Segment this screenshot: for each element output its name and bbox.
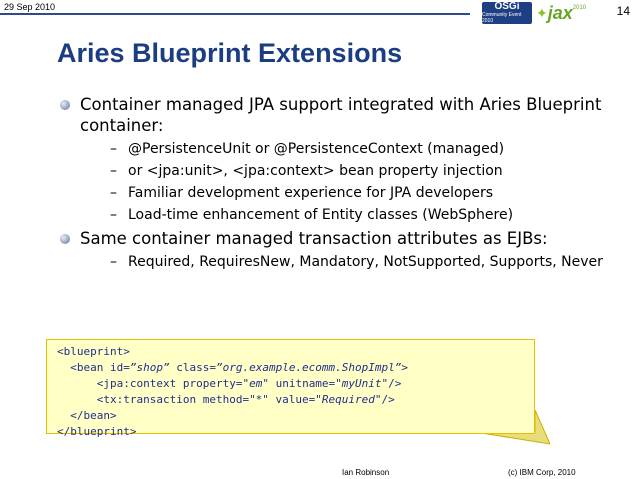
code-token: ”shop” [129, 361, 170, 374]
code-line: </blueprint> [57, 424, 534, 440]
sub-bullet-list: –@PersistenceUnit or @PersistenceContext… [80, 140, 620, 224]
code-token: <jpa:context [57, 377, 183, 390]
header-date: 29 Sep 2010 [4, 2, 56, 12]
dash-icon: – [110, 254, 117, 270]
sub-bullet-text: @PersistenceUnit or @PersistenceContext … [128, 141, 505, 157]
osgi-logo-subtext: Community Event 2010 [482, 12, 522, 24]
dash-icon: – [110, 207, 117, 223]
code-token: /> [388, 377, 402, 390]
sub-bullet-text: Load-time enhancement of Entity classes … [128, 207, 514, 223]
code-line: </bean> [57, 408, 534, 424]
code-token: "*" [249, 393, 269, 406]
jax-logo-year: 2010 [572, 5, 587, 11]
bullet-text: Container managed JPA support integrated… [80, 95, 602, 135]
page-number: 14 [616, 4, 630, 18]
code-line: <jpa:context property="em" unitname="myU… [57, 376, 534, 392]
sub-bullet-text: or <jpa:unit>, <jpa:context> bean proper… [128, 163, 503, 179]
code-token: "Required" [315, 393, 382, 406]
code-line: <bean id=”shop” class=”org.example.ecomm… [57, 360, 534, 376]
sub-bullet-list: –Required, RequiresNew, Mandatory, NotSu… [80, 253, 620, 271]
conference-logos: OSGi Community Event 2010 ✦ jax 2010 [482, 2, 598, 24]
sub-bullet-item: –or <jpa:unit>, <jpa:context> bean prope… [80, 162, 620, 180]
slide-title: Aries Blueprint Extensions [57, 38, 403, 68]
code-token: ”org.example.ecomm.ShopImpl” [215, 361, 402, 374]
star-icon: ✦ [536, 4, 548, 21]
code-token: <tx:transaction [57, 393, 203, 406]
osgi-logo: OSGi Community Event 2010 [482, 2, 532, 24]
code-line: <blueprint> [57, 344, 534, 360]
sub-bullet-text: Required, RequiresNew, Mandatory, NotSup… [128, 254, 603, 270]
code-token: </bean> [57, 409, 117, 422]
code-token: <bean [57, 361, 110, 374]
bullet-item: Container managed JPA support integrated… [60, 94, 620, 224]
bullet-item: Same container managed transaction attri… [60, 228, 620, 271]
bullet-icon [60, 100, 70, 110]
bullet-icon [60, 234, 70, 244]
sub-bullet-text: Familiar development experience for JPA … [128, 185, 494, 201]
code-token: /> [381, 393, 395, 406]
bullet-text: Same container managed transaction attri… [80, 229, 548, 248]
code-token: "em" [242, 377, 269, 390]
sub-bullet-item: –Familiar development experience for JPA… [80, 184, 620, 202]
code-token: value= [268, 393, 316, 406]
header-rule [0, 13, 470, 15]
code-token: <blueprint> [57, 345, 130, 358]
jax-logo: ✦ jax 2010 [536, 2, 596, 24]
code-line: <tx:transaction method="*" value="Requir… [57, 392, 534, 408]
code-token: </blueprint> [57, 425, 137, 438]
code-token: class= [169, 361, 216, 374]
osgi-logo-text: OSGi [494, 1, 520, 12]
footer-copyright: (c) IBM Corp, 2010 [508, 468, 576, 477]
footer-author: Ian Robinson [342, 468, 390, 477]
code-box: <blueprint> <bean id=”shop” class=”org.e… [46, 339, 535, 438]
sub-bullet-item: –Load-time enhancement of Entity classes… [80, 206, 620, 224]
code-token: method= [202, 393, 250, 406]
bullet-list: Container managed JPA support integrated… [60, 94, 620, 275]
code-token: "myUnit" [335, 377, 389, 390]
jax-logo-text: jax [547, 2, 573, 23]
dash-icon: – [110, 185, 117, 201]
sub-bullet-item: –Required, RequiresNew, Mandatory, NotSu… [80, 253, 620, 271]
dash-icon: – [110, 141, 117, 157]
sub-bullet-item: –@PersistenceUnit or @PersistenceContext… [80, 140, 620, 158]
code-token: id= [109, 361, 130, 374]
dash-icon: – [110, 163, 117, 179]
code-token: > [401, 361, 409, 374]
code-token: unitname= [268, 377, 336, 390]
code-token: property= [182, 377, 243, 390]
